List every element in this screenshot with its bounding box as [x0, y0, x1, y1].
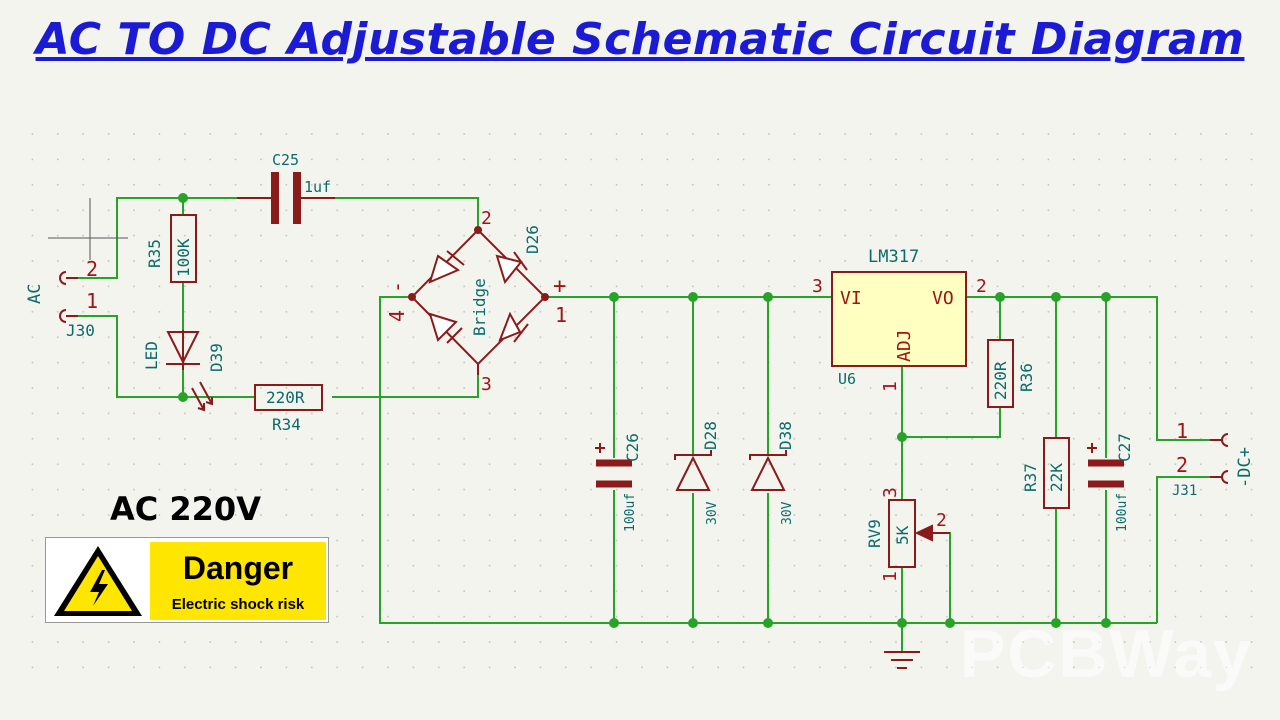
- j30-value: AC: [25, 284, 45, 304]
- bridge-minus: -: [385, 281, 409, 293]
- capacitor-c25: [237, 172, 335, 224]
- danger-title: Danger: [182, 550, 294, 586]
- u6-adj: ADJ: [894, 329, 915, 362]
- rv9-ref: RV9: [865, 519, 884, 548]
- j31-pin1: 1: [1176, 419, 1188, 443]
- c26-ref: C26: [623, 433, 642, 462]
- j31-ref: J31: [1172, 483, 1197, 499]
- bridge-rectifier-d26: [410, 228, 547, 375]
- c25-ref: C25: [272, 151, 299, 169]
- j30-ref: J30: [66, 321, 95, 340]
- resistor-r34: [254, 384, 323, 411]
- r37-value: 22K: [1047, 463, 1066, 492]
- high-voltage-icon: [54, 546, 142, 616]
- bridge-plus: +: [553, 274, 566, 299]
- bridge-pin1: 1: [555, 303, 567, 327]
- d39-value: LED: [142, 341, 161, 370]
- r35-ref: R35: [145, 239, 164, 268]
- connector-j31: [1210, 433, 1229, 484]
- d38-ref: D38: [776, 421, 795, 450]
- c26-value: 100uf: [623, 493, 638, 532]
- bridge-value: Bridge: [470, 278, 489, 336]
- r37-ref: R37: [1021, 463, 1040, 492]
- danger-subtitle: Electric shock risk: [171, 596, 305, 613]
- j30-pin1: 1: [86, 289, 98, 313]
- ground-symbol: [884, 651, 920, 669]
- r36-value: 220R: [991, 361, 1010, 400]
- d39-ref: D39: [207, 343, 226, 372]
- u6-pin1: 1: [880, 381, 901, 392]
- d38-value: 30V: [780, 501, 795, 525]
- r34-ref: R34: [272, 415, 301, 434]
- rv9-pin3: 3: [880, 487, 901, 498]
- bridge-pin4: 4: [385, 310, 409, 322]
- danger-sign: Danger Electric shock risk: [45, 537, 329, 623]
- bridge-pin3: 3: [481, 374, 492, 395]
- danger-panel: Danger Electric shock risk: [150, 542, 326, 620]
- ac-voltage-label: AC 220V: [110, 490, 261, 528]
- rv9-pin1: 1: [880, 571, 901, 582]
- resistor-r37: [1043, 437, 1070, 509]
- junctions: [178, 193, 1111, 628]
- led-d39: [166, 330, 213, 412]
- u6-pin3: 3: [812, 276, 823, 297]
- u6-vi: VI: [840, 288, 862, 309]
- page-title: AC TO DC Adjustable Schematic Circuit Di…: [35, 14, 1245, 65]
- capacitor-c26: [595, 443, 632, 488]
- r36-ref: R36: [1017, 363, 1036, 392]
- rv9-pin2: 2: [936, 510, 947, 531]
- resistor-r35: [170, 214, 197, 283]
- u6-value: LM317: [868, 247, 919, 267]
- u6-ref: U6: [838, 370, 856, 388]
- r35-value: 100K: [174, 238, 193, 277]
- watermark: PCBWay: [960, 616, 1253, 692]
- j31-value: -DC+: [1235, 447, 1255, 488]
- d28-value: 30V: [705, 501, 720, 525]
- bridge-ref: D26: [523, 225, 542, 254]
- zener-d28: [674, 450, 712, 491]
- capacitor-c27: [1087, 443, 1124, 488]
- c27-ref: C27: [1115, 433, 1134, 462]
- connector-j30: [59, 271, 78, 323]
- j31-pin2: 2: [1176, 453, 1188, 477]
- j30-pin2: 2: [86, 257, 98, 281]
- potentiometer-rv9: [888, 499, 950, 568]
- zener-d38: [749, 450, 787, 491]
- rv9-value: 5K: [893, 525, 912, 545]
- u6-pin2: 2: [976, 276, 987, 297]
- r34-value: 220R: [266, 388, 305, 407]
- d28-ref: D28: [701, 421, 720, 450]
- c25-value: 1uf: [304, 178, 331, 196]
- c27-value: 100uf: [1115, 493, 1130, 532]
- bridge-pin2: 2: [481, 208, 492, 229]
- regulator-u6: [831, 271, 967, 367]
- u6-vo: VO: [932, 288, 954, 309]
- resistor-r36: [987, 339, 1014, 408]
